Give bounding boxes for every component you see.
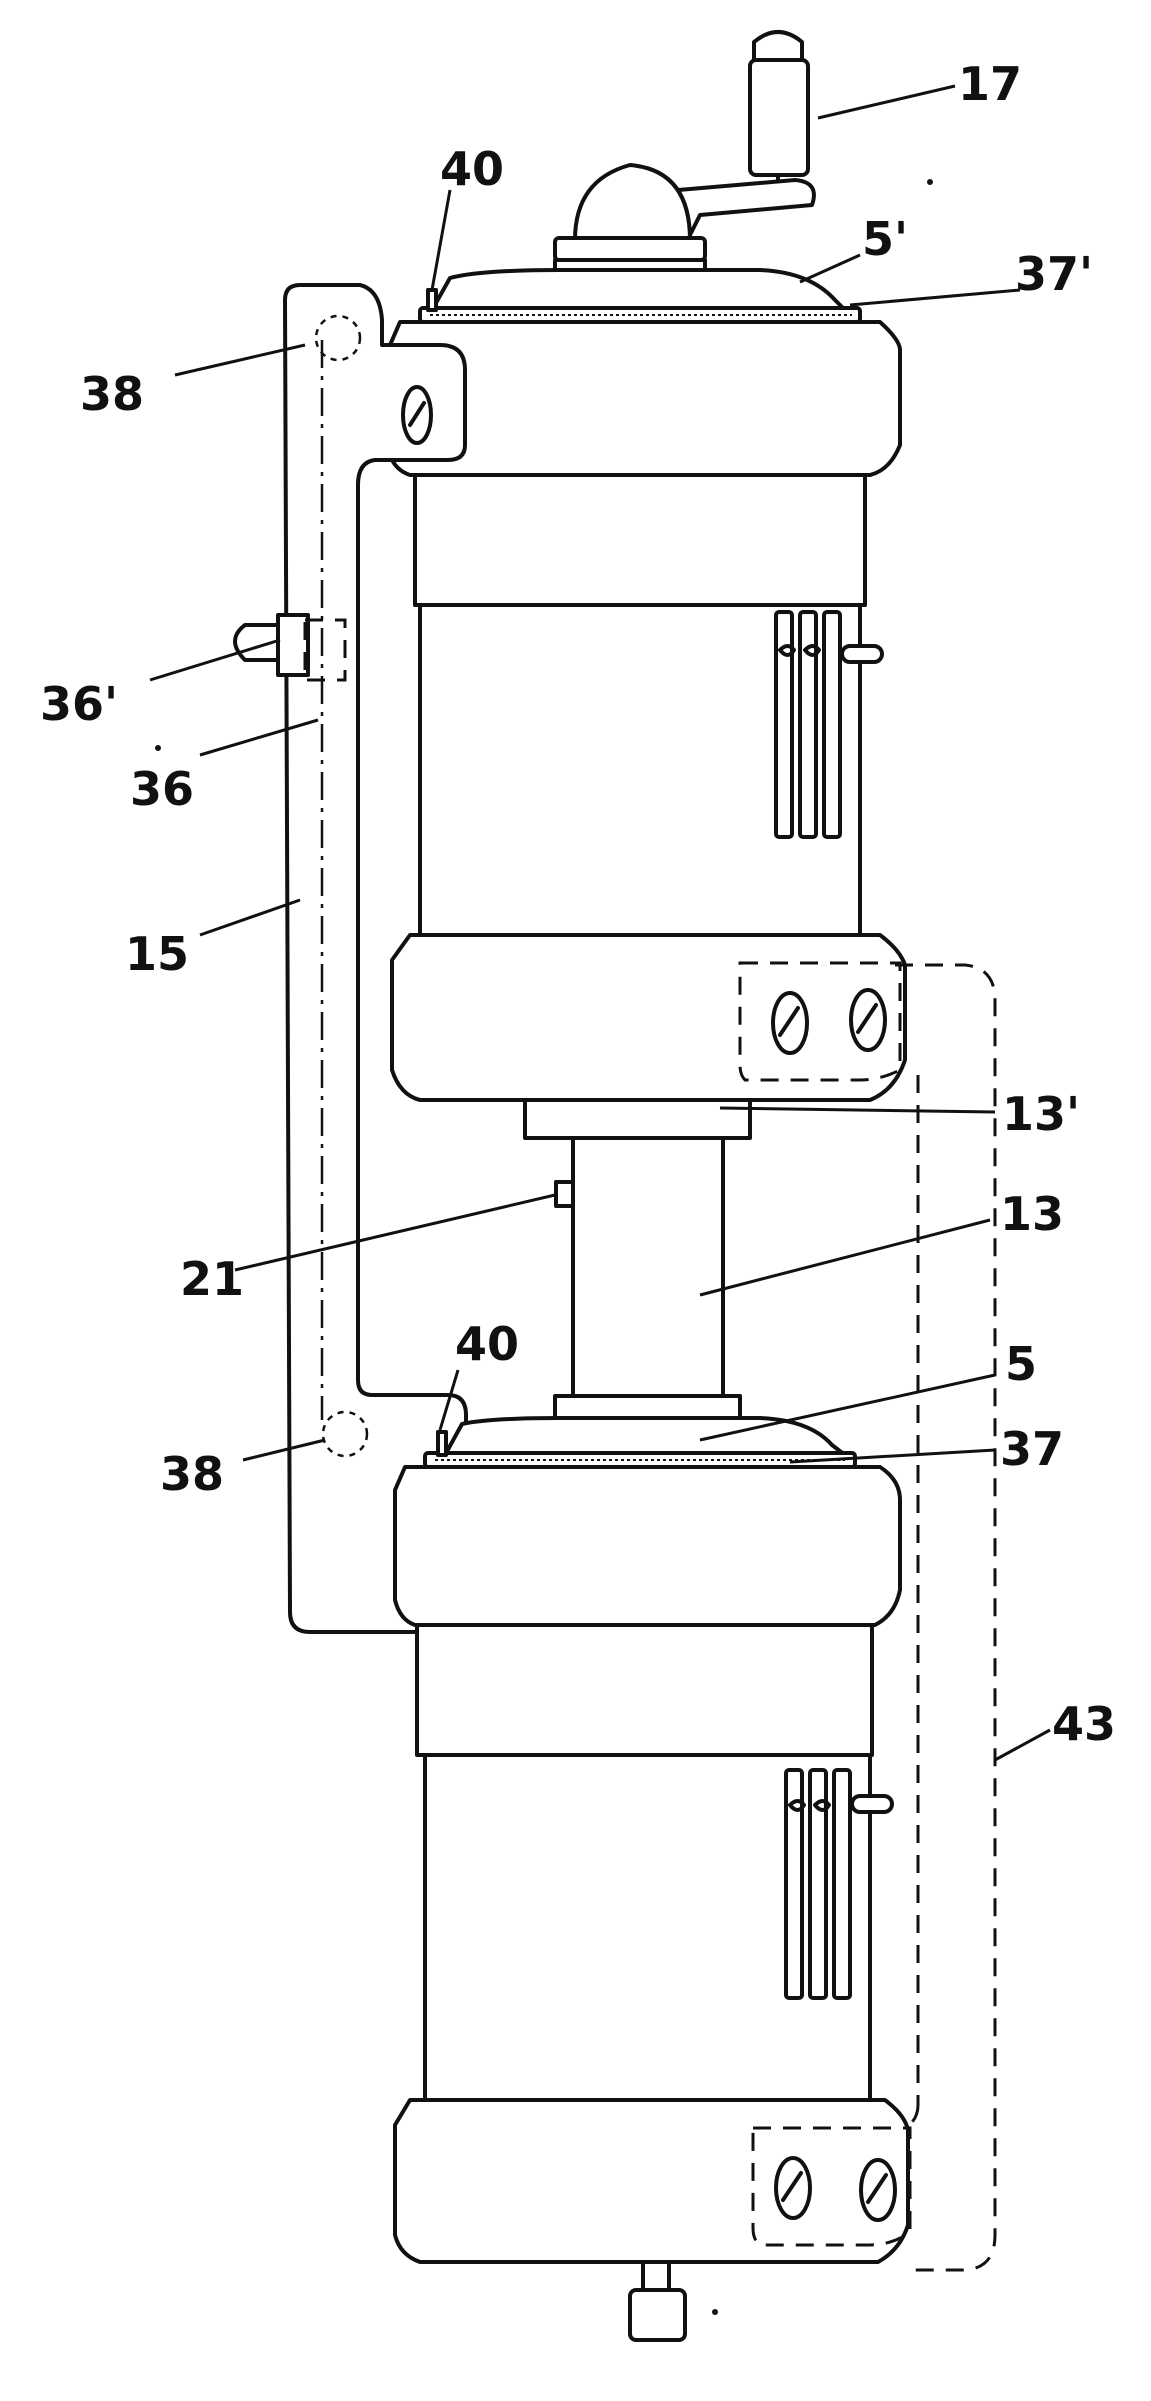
upper-cover-disk xyxy=(418,258,862,324)
label-40-upper: 40 xyxy=(440,142,504,196)
label-40-lower: 40 xyxy=(455,1317,519,1371)
central-column xyxy=(523,1098,752,1420)
enclosure-43 xyxy=(895,963,997,2272)
upper-indicator-bars xyxy=(774,610,884,839)
label-38-lower: 38 xyxy=(160,1447,224,1501)
lower-cover-disk xyxy=(423,1416,857,1469)
upper-drum-unit xyxy=(388,320,907,1102)
label-5prime: 5' xyxy=(862,212,908,266)
label-36: 36 xyxy=(130,762,194,816)
label-37: 37 xyxy=(1000,1422,1064,1476)
label-43: 43 xyxy=(1052,1697,1116,1751)
lower-indicator-bars xyxy=(784,1768,894,2000)
leader-lines xyxy=(149,84,1051,1762)
label-37prime: 37' xyxy=(1015,247,1093,301)
bottom-foot xyxy=(628,2260,687,2342)
label-21: 21 xyxy=(180,1252,244,1306)
label-36prime: 36' xyxy=(40,677,118,731)
label-38-upper: 38 xyxy=(80,367,144,421)
crank-handle xyxy=(553,30,816,262)
screw-pads xyxy=(738,961,912,2247)
label-5: 5 xyxy=(1005,1337,1037,1391)
label-17: 17 xyxy=(958,57,1022,111)
label-13: 13 xyxy=(1000,1187,1064,1241)
reference-labels: 17 40 5' 37' 38 36' 36 15 13' 13 21 40 5… xyxy=(40,57,1116,1751)
label-15: 15 xyxy=(125,927,189,981)
lower-drum-unit xyxy=(393,1465,910,2264)
label-13prime: 13' xyxy=(1002,1087,1080,1141)
